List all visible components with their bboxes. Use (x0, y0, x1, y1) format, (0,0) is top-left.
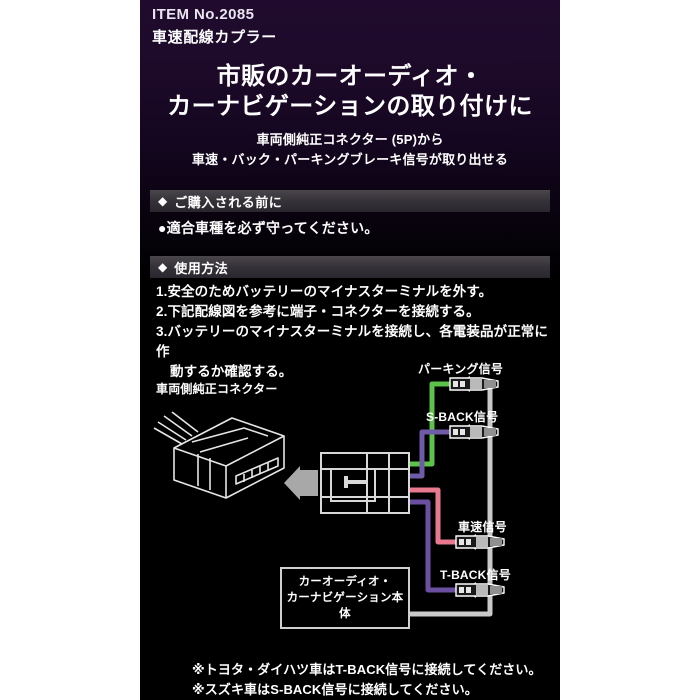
plug-s-back (449, 425, 499, 439)
diamond-icon: ◆ (158, 260, 168, 274)
hero-subline: 車両側純正コネクター (5P)から 車速・バック・パーキングブレーキ信号が取り出… (140, 130, 560, 170)
harness-bundle (410, 384, 493, 617)
wire-vehicle-speed (407, 487, 461, 545)
hero-subline-line1: 車両側純正コネクター (5P)から (256, 132, 444, 147)
plug-t-back (455, 583, 505, 597)
oem-connector-drawing (152, 402, 302, 512)
label-parking-signal: パーキング信号 (418, 362, 504, 376)
oem-connector-svg (153, 411, 285, 499)
usage-steps: 1.安全のためバッテリーのマイナスターミナルを外す。 2.下記配線図を参考に端子… (156, 282, 551, 382)
connector-5p (320, 452, 410, 514)
hero-subline-line2: 車速・バック・パーキングブレーキ信号が取り出せる (191, 152, 509, 167)
section-title-before-purchase: ご購入される前に (174, 194, 283, 210)
hero-headline-line1: 市販のカーオーディオ・ (216, 63, 484, 90)
direction-arrow-icon (284, 466, 318, 500)
section-title-usage: 使用方法 (174, 260, 229, 276)
head-unit-box: カーオーディオ・ カーナビゲーション本体 (280, 567, 410, 629)
usage-step-3-continuation: 動するか確認する。 (170, 364, 293, 379)
label-vehicle-speed-signal: 車速信号 (458, 520, 507, 534)
diamond-icon: ◆ (158, 194, 168, 208)
main-panel: ITEM No.2085 車速配線カプラー 市販のカーオーディオ・ カーナビゲー… (140, 0, 560, 700)
usage-step-1: 1.安全のためバッテリーのマイナスターミナルを外す。 (156, 284, 493, 299)
section-header-before-purchase: ◆ ご購入される前に (150, 190, 550, 212)
wire-t-back (407, 499, 461, 593)
plug-vehicle-speed (455, 535, 505, 549)
hero-headline-line2: カーナビゲーションの取り付けに (167, 93, 533, 120)
label-oem-connector: 車両側純正コネクター (156, 382, 278, 396)
plug-parking (449, 377, 499, 391)
item-name: 車速配線カプラー (152, 29, 277, 46)
wire-s-back (407, 429, 455, 479)
footnotes: ※トヨタ・ダイハツ車はT-BACK信号に接続してください。 ※スズキ車はS-BA… (192, 660, 560, 700)
label-s-back-signal: S-BACK信号 (426, 410, 499, 424)
label-t-back-signal: T-BACK信号 (440, 568, 511, 582)
head-unit-line1: カーオーディオ・ (298, 576, 392, 588)
head-unit-label: カーオーディオ・ カーナビゲーション本体 (282, 574, 408, 622)
before-purchase-bullet: ●適合車種を必ず守ってください。 (158, 220, 379, 236)
item-number: ITEM No.2085 (152, 6, 255, 23)
usage-step-3: 3.バッテリーのマイナスターミナルを接続し、各電装品が正常に作 (156, 324, 548, 359)
usage-step-2: 2.下記配線図を参考に端子・コネクターを接続する。 (156, 304, 480, 319)
wiring-diagram: カーオーディオ・ カーナビゲーション本体 車両側純正コネクター パーキング信号 … (140, 352, 560, 652)
hero-headline: 市販のカーオーディオ・ カーナビゲーションの取り付けに (140, 62, 560, 122)
footnote-toyota-daihatsu: ※トヨタ・ダイハツ車はT-BACK信号に接続してください。 (192, 662, 542, 677)
footnote-suzuki: ※スズキ車はS-BACK信号に接続してください。 (192, 682, 478, 697)
section-header-usage: ◆ 使用方法 (150, 256, 550, 278)
head-unit-line2: カーナビゲーション本体 (286, 592, 404, 620)
